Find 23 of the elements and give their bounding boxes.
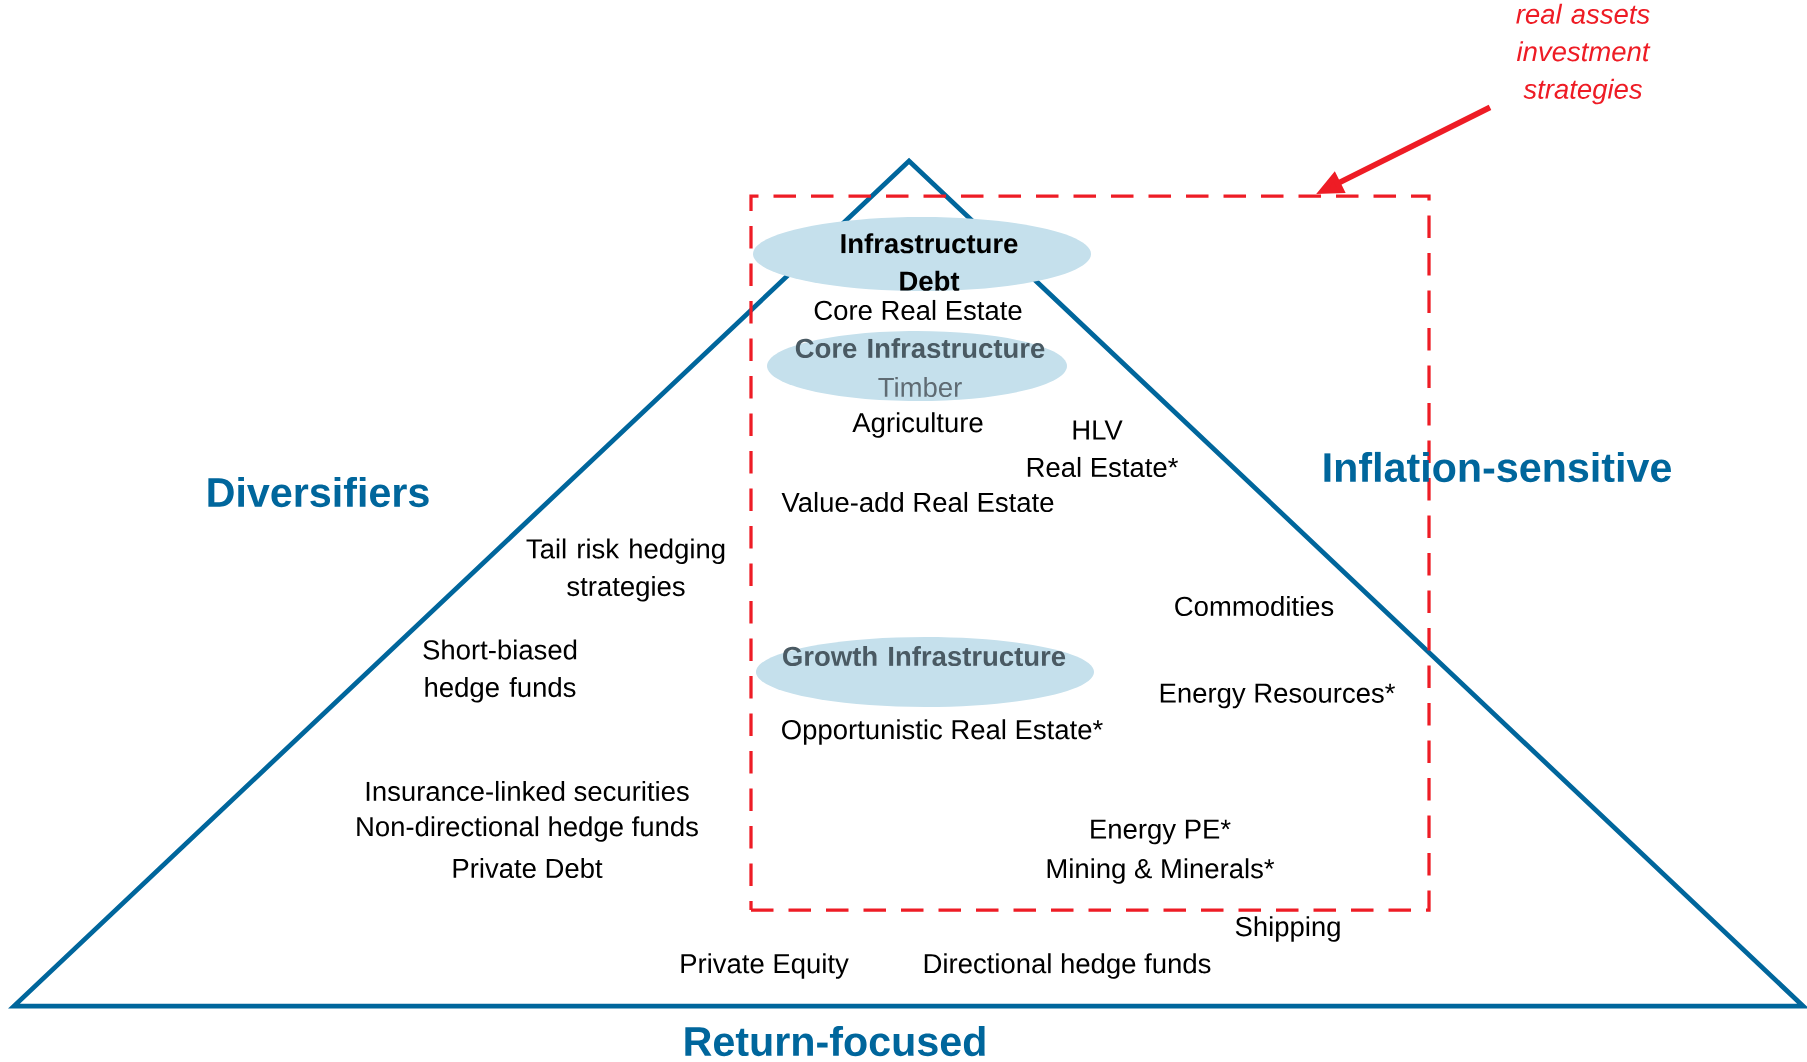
category-heading: Return-focused	[685, 1025, 985, 1057]
strategy-label: Real Estate*	[1027, 456, 1178, 478]
strategy-label: Tail risk hedging strategies	[526, 538, 725, 602]
strategy-label: Private Equity	[681, 953, 849, 979]
category-heading: Diversifiers	[208, 476, 429, 508]
ellipse-highlight: Infrastructure Debt	[753, 217, 1091, 291]
ellipse-highlight: Growth Infrastructure	[756, 637, 1094, 707]
strategy-label: Energy PE*	[1091, 819, 1231, 845]
strategy-label: Commodities	[1175, 595, 1334, 617]
strategy-label: Non-directional hedge funds	[357, 816, 698, 842]
strategy-label: Shipping	[1235, 916, 1340, 942]
strategy-label: Short-biased hedge funds	[423, 639, 577, 703]
strategy-label: Mining & Minerals*	[1047, 858, 1275, 884]
strategy-label: Energy Resources*	[1160, 683, 1395, 709]
category-heading: Inflation-sensitive	[1324, 451, 1671, 483]
strategy-label: Insurance-linked securities	[366, 780, 689, 802]
strategy-label: Value-add Real Estate	[781, 491, 1054, 513]
strategy-label: Core Real Estate	[814, 299, 1022, 321]
strategy-label: Private Debt	[453, 857, 603, 879]
strategy-label: Directional hedge funds	[924, 953, 1211, 979]
strategy-label: HLV	[1073, 420, 1123, 440]
ellipse-highlight: Core Infrastructure Timber	[767, 331, 1067, 401]
callout-text: real assets investment strategies	[1516, 3, 1651, 105]
